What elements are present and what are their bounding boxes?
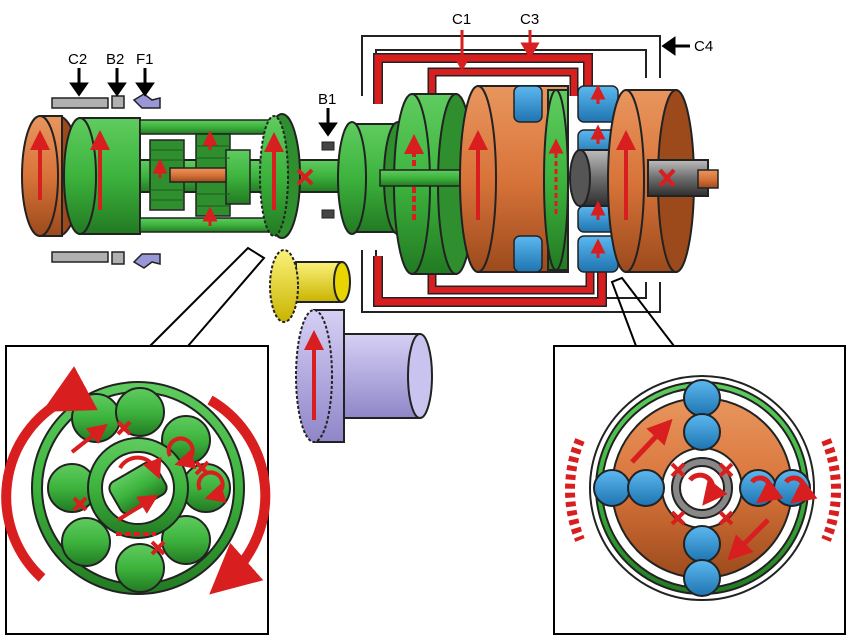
label-c4: C4 [694, 38, 713, 55]
shaft-locked-x-icon [296, 168, 314, 186]
callout-lines [149, 246, 675, 347]
label-b1: B1 [318, 91, 336, 108]
c2-brake-bottom [51, 251, 109, 263]
label-c2: C2 [68, 51, 87, 68]
output-locked-x-icon [658, 168, 676, 188]
left-gear-assembly [21, 113, 361, 239]
c2-brake-top [51, 97, 109, 109]
label-c3: C3 [520, 11, 539, 28]
brake-elements-left [51, 93, 335, 269]
center-discs [337, 93, 481, 275]
label-arrows [69, 30, 690, 137]
transfer-gears [269, 249, 433, 443]
right-inset-panel [553, 345, 846, 635]
right-inset-fixed-x-icon [670, 462, 734, 526]
left-inset-panel [1, 345, 271, 635]
f1-clutch-bottom [132, 253, 161, 269]
label-c1: C1 [452, 11, 471, 28]
label-f1: F1 [136, 51, 154, 68]
label-b2: B2 [106, 51, 124, 68]
right-assembly [459, 84, 719, 273]
b1-brake-bottom [321, 209, 335, 219]
b2-brake-bottom [111, 251, 125, 265]
f1-clutch-top [132, 93, 161, 109]
b2-brake-top [111, 95, 125, 109]
b1-brake-top [321, 141, 335, 151]
inset-fixed-x-icon [72, 420, 210, 556]
clutch-housings [361, 35, 661, 313]
